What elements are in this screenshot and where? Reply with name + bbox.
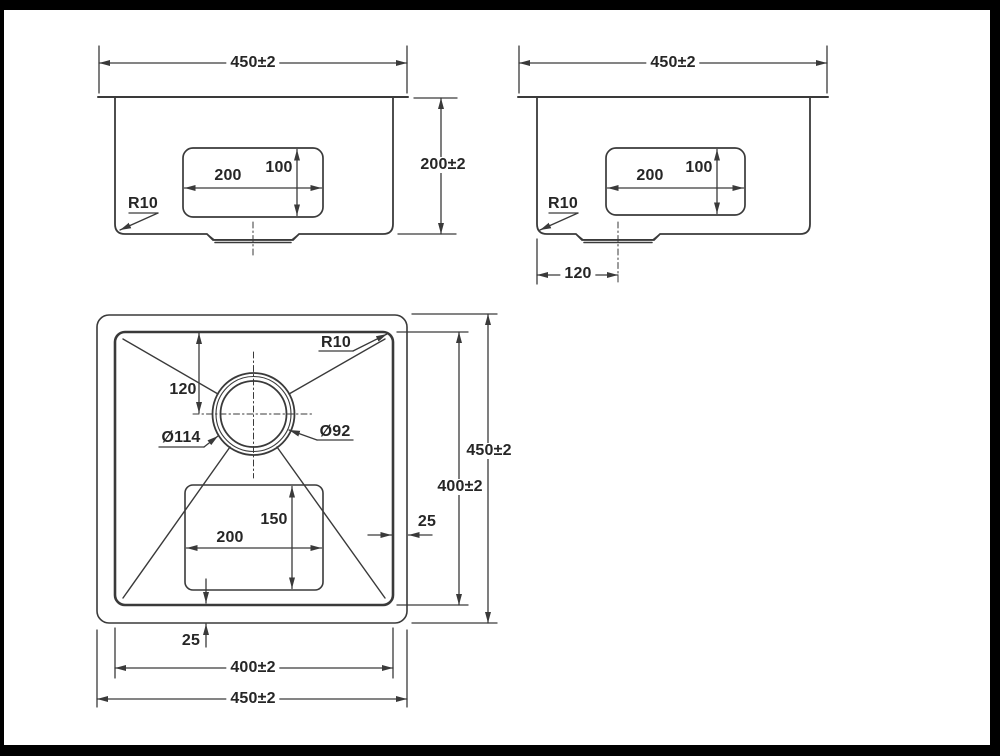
side-cutout-height-label: 100 — [685, 159, 713, 176]
plan-outer-dia-leader — [203, 435, 219, 448]
side-corner-radius-label: R10 — [548, 195, 578, 212]
side-cutout-width-label: 200 — [636, 167, 664, 184]
plan-view — [96, 313, 498, 708]
plan-corner-radius-label: R10 — [321, 334, 351, 351]
plan-rim-right-label: 25 — [417, 513, 437, 530]
plan-outer-rim — [96, 314, 408, 624]
front-corner-radius-label: R10 — [128, 195, 158, 212]
front-cutout-height-label: 100 — [265, 159, 293, 176]
frame-border-right — [990, 0, 1000, 756]
frame-border-top — [0, 0, 1000, 10]
frame-border-left — [0, 0, 4, 756]
plan-overall-height-label: 450±2 — [462, 443, 516, 459]
side-drain-offset-label: 120 — [560, 266, 596, 282]
front-elevation-view — [97, 45, 458, 258]
plan-bowl-height-label: 400±2 — [433, 479, 487, 495]
plan-drain-offset-label: 120 — [169, 381, 197, 398]
front-depth-label: 200±2 — [416, 157, 470, 173]
front-overall-width-label: 450±2 — [226, 55, 280, 71]
side-cutout-rect — [605, 147, 746, 216]
plan-bowl-edge — [113, 330, 395, 607]
side-radius-leader — [539, 212, 579, 231]
plan-radius-leader — [352, 333, 388, 352]
plan-bowl-width-label: 400±2 — [226, 660, 280, 676]
plan-slope-lines — [122, 338, 386, 599]
plan-inner-dia-leader — [288, 429, 318, 441]
side-elevation-view — [517, 45, 829, 285]
front-bowl-outline — [114, 96, 394, 241]
plan-drain-inner-dia-label: Ø92 — [319, 423, 351, 440]
front-radius-leader — [119, 212, 159, 231]
front-cutout-rect — [182, 147, 324, 218]
plan-drain-outer-dia-label: Ø114 — [161, 429, 201, 446]
side-bowl-outline — [536, 96, 811, 241]
plan-rim-bottom-label: 25 — [181, 632, 201, 649]
plan-cutout-width-label: 200 — [216, 529, 244, 546]
front-cutout-width-label: 200 — [214, 167, 242, 184]
side-overall-width-label: 450±2 — [646, 55, 700, 71]
frame-border-bottom — [0, 745, 1000, 756]
plan-overall-width-label: 450±2 — [226, 691, 280, 707]
plan-cutout-rect — [184, 484, 324, 591]
plan-cutout-height-label: 150 — [260, 511, 288, 528]
